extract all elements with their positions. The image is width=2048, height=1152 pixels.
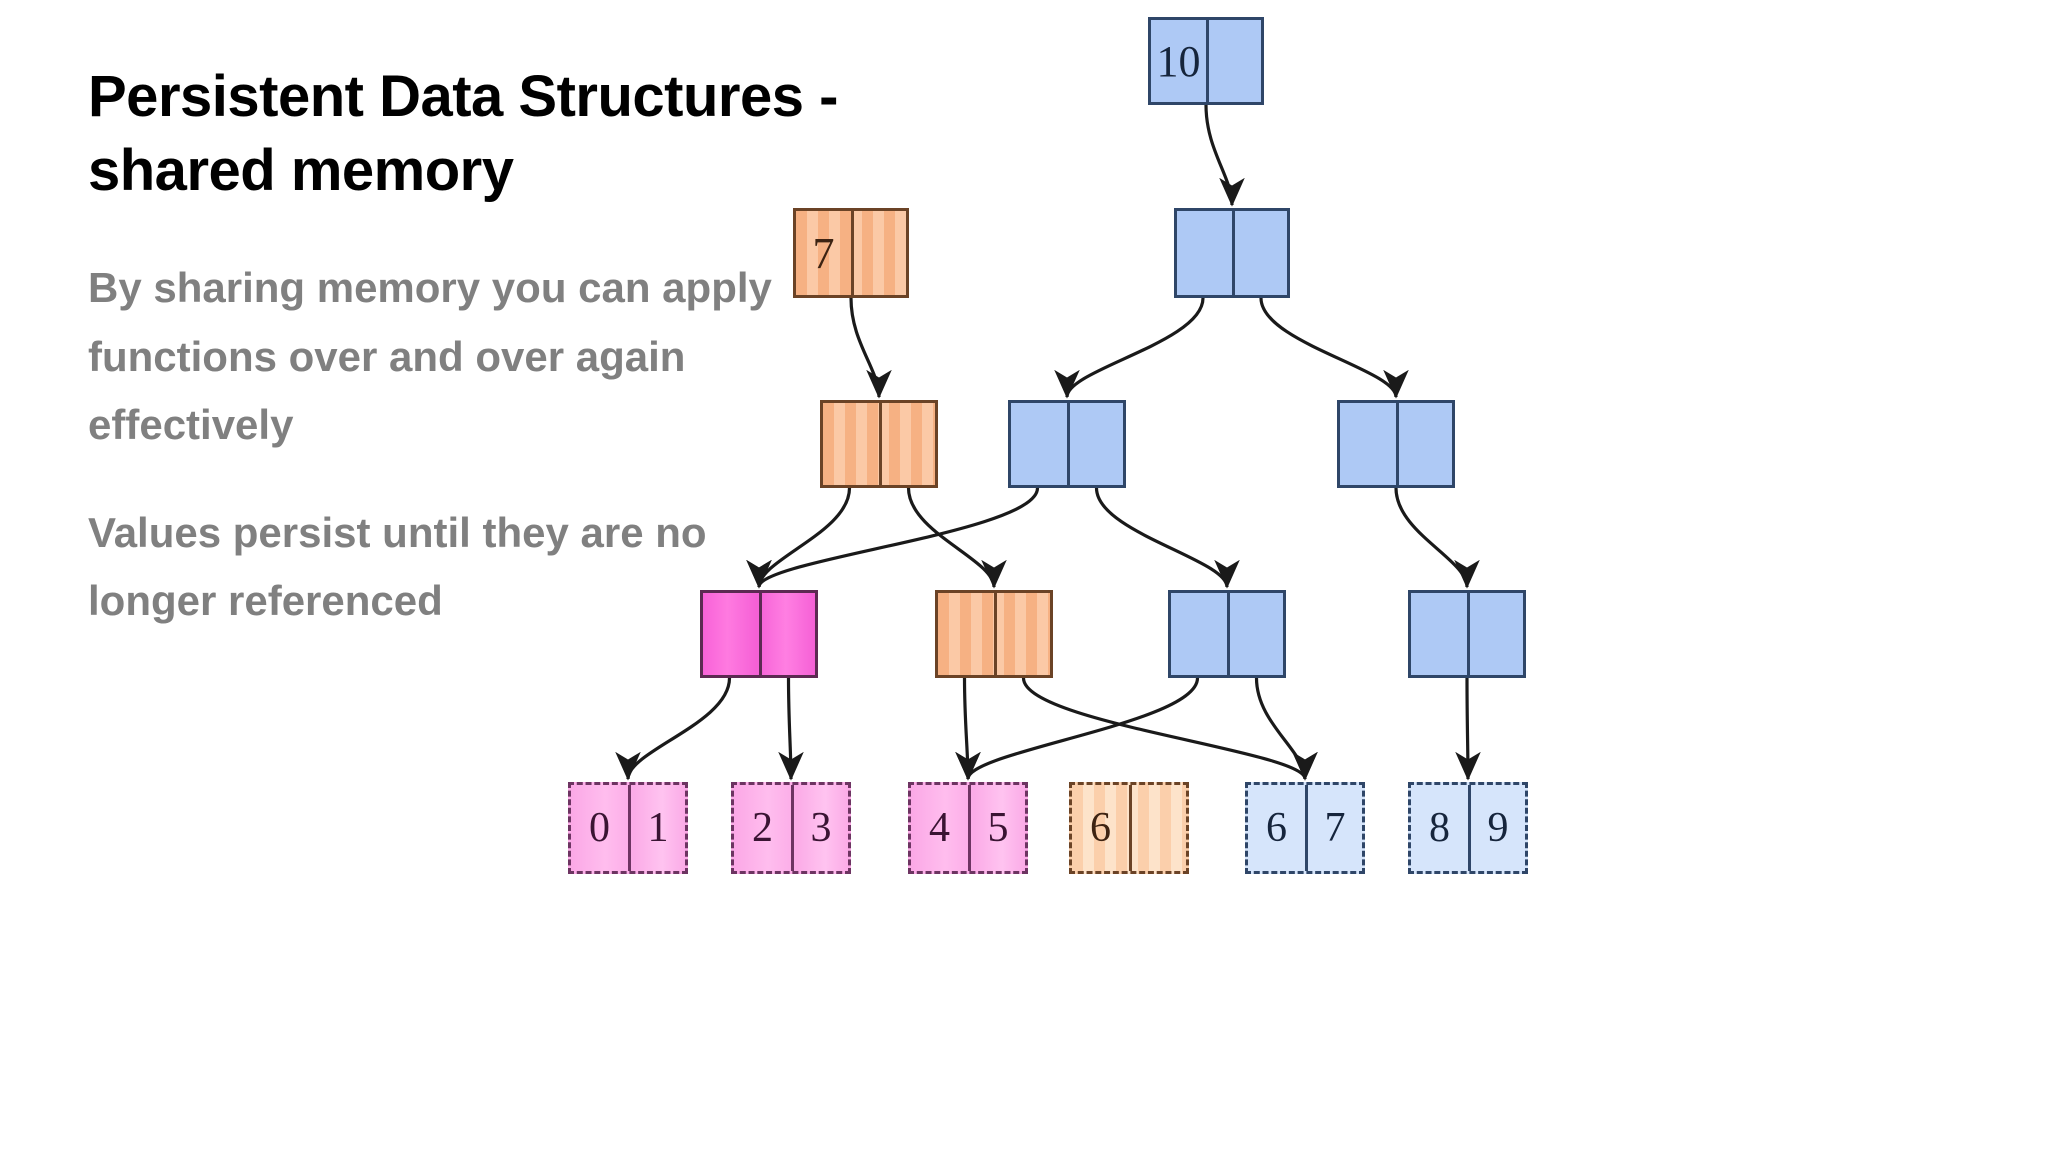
tree-edge-tier4-orange-to-leaf-45: [955, 677, 981, 781]
cell-right: [851, 211, 906, 295]
cell-left: 7: [812, 228, 835, 278]
tree-node-tier4-blue-mid: [1168, 590, 1286, 678]
tree-node-tier4-orange: [935, 590, 1053, 678]
cell-right: 7: [1305, 785, 1362, 871]
cell-right: 1: [628, 785, 685, 871]
tree-node-tier3-blue-right: [1337, 400, 1455, 488]
tree-node-tier4-blue-right: [1408, 590, 1526, 678]
tree-edge-tier3-orange-to-tier4-magenta: [746, 487, 852, 589]
body-paragraph-2: Values persist until they are no longer …: [88, 508, 707, 624]
tree-edge-tier4-magenta-to-leaf-01: [615, 677, 732, 781]
cell-right: 5: [968, 785, 1025, 871]
cell-right: [1067, 403, 1123, 485]
cell-right: [994, 593, 1050, 675]
tree-edge-tier2-blue-to-tier3-blue-right: [1259, 297, 1409, 399]
cell-right: [1396, 403, 1452, 485]
cell-left: [1011, 403, 1067, 485]
text-column: Persistent Data Structures - shared memo…: [88, 60, 898, 675]
cell-left: [938, 593, 994, 675]
cell-left: 4: [929, 805, 950, 851]
tree-node-tier4-magenta: [700, 590, 818, 678]
cell-right: 3: [791, 785, 848, 871]
cell-left: 6: [1266, 805, 1287, 851]
cell-left: 6: [1090, 805, 1111, 851]
body-paragraph-1: By sharing memory you can apply function…: [88, 264, 772, 448]
tree-edge-tier3-blue-mid-to-tier4-magenta: [746, 487, 1040, 589]
tree-node-tier2-orange: 7: [793, 208, 909, 298]
cell-left: [703, 593, 759, 675]
tree-edge-tier3-blue-mid-to-tier4-blue-mid: [1094, 487, 1240, 589]
tree-edge-tier2-orange-to-tier3-orange: [849, 297, 892, 399]
tree-node-tier3-blue-mid: [1008, 400, 1126, 488]
tree-edge-tier4-blue-mid-to-leaf-45: [955, 677, 1200, 781]
cell-right: [1227, 593, 1283, 675]
cell-left: [1177, 211, 1232, 295]
tree-edge-tier4-orange-to-leaf-67: [1021, 677, 1318, 781]
cell-left: 10: [1156, 36, 1201, 86]
cell-right: 9: [1468, 785, 1525, 871]
cell-left: 8: [1429, 805, 1450, 851]
tree-edge-tier4-magenta-to-leaf-23: [778, 677, 804, 781]
tree-edge-tier3-blue-right-to-tier4-blue-right: [1394, 487, 1480, 589]
cell-left: 0: [589, 805, 610, 851]
cell-right: [1129, 785, 1186, 871]
tree-edge-tier4-blue-right-to-leaf-89: [1455, 677, 1481, 781]
tree-leaf-leaf-6: 6: [1069, 782, 1189, 874]
page-title: Persistent Data Structures - shared memo…: [88, 64, 838, 204]
cell-right: [879, 403, 935, 485]
cell-right: [1232, 211, 1287, 295]
cell-left: [1411, 593, 1467, 675]
cell-left: [1171, 593, 1227, 675]
tree-edge-tier4-blue-mid-to-leaf-67: [1254, 677, 1318, 781]
cell-right: [1206, 20, 1261, 102]
tree-node-tier3-orange: [820, 400, 938, 488]
cell-left: [1340, 403, 1396, 485]
tree-edge-root-blue-to-tier2-blue: [1204, 104, 1245, 207]
cell-left: 2: [752, 805, 773, 851]
cell-left: [823, 403, 879, 485]
cell-right: [1467, 593, 1523, 675]
tree-node-root-blue: 10: [1148, 17, 1264, 105]
tree-edge-tier2-blue-to-tier3-blue-mid: [1054, 297, 1205, 399]
cell-right: [759, 593, 815, 675]
tree-edge-tier3-orange-to-tier4-orange: [906, 487, 1007, 589]
tree-node-tier2-blue: [1174, 208, 1290, 298]
